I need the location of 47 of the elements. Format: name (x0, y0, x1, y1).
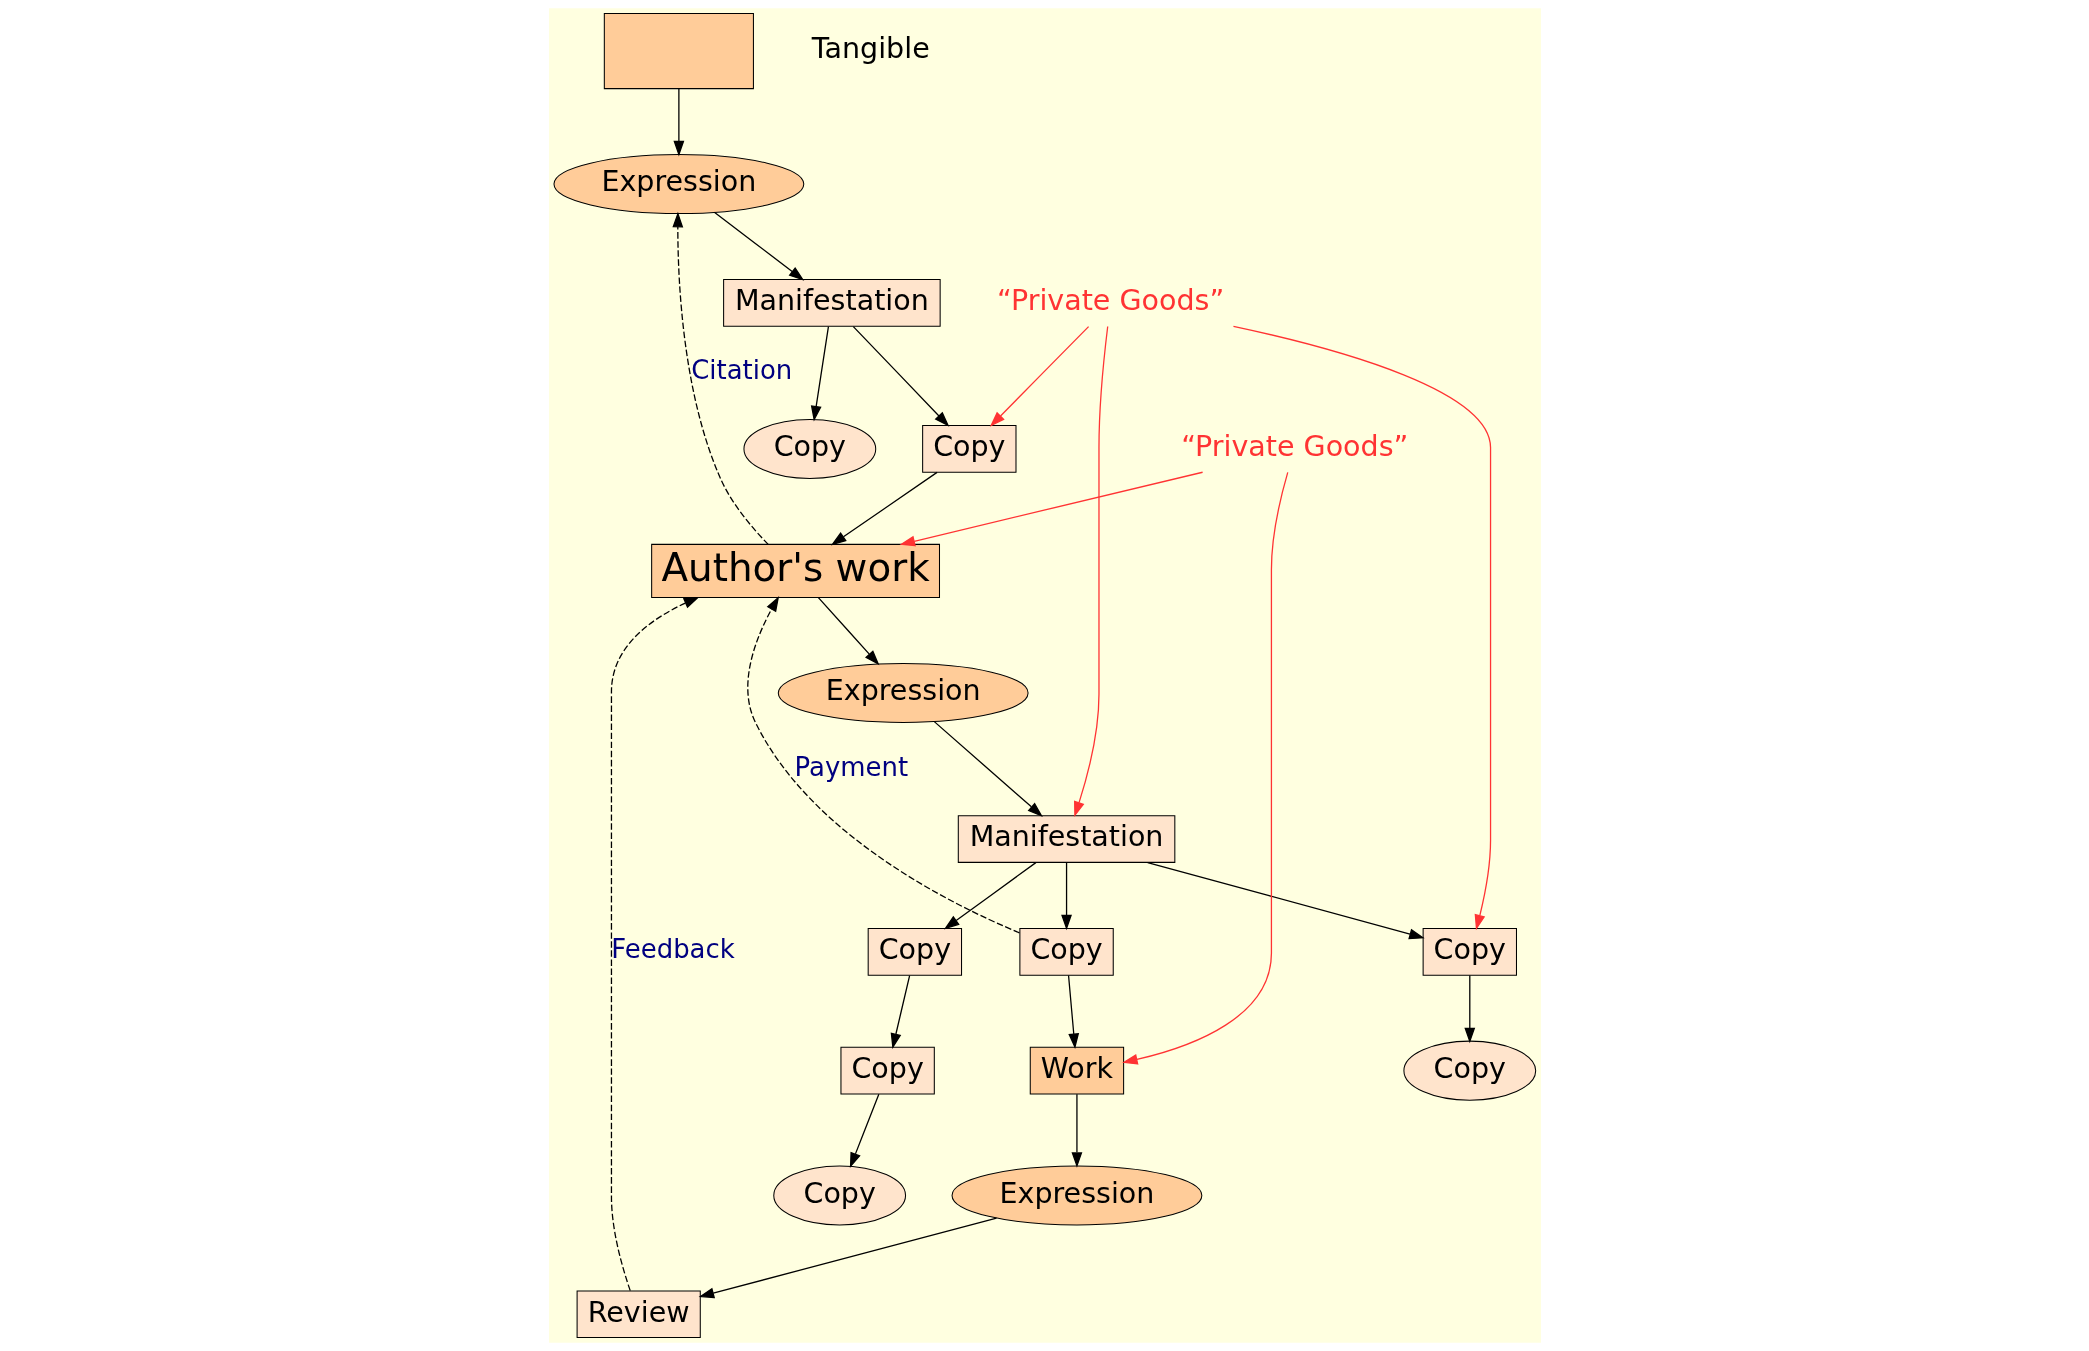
arrow (890, 974, 910, 1049)
arrow (849, 1093, 879, 1169)
arrow (1232, 325, 1491, 931)
arrow (830, 471, 938, 546)
node-box (603, 12, 754, 90)
node-box: Author's work (650, 543, 940, 599)
node-box: Copy (839, 1046, 935, 1095)
arrow (1071, 1093, 1082, 1168)
arrow (1073, 325, 1108, 818)
arrow (671, 211, 769, 545)
node-box: Copy (921, 425, 1016, 473)
node-ellipse: Expression (777, 662, 1029, 724)
node-ellipse: Copy (1402, 1040, 1536, 1101)
arrow (610, 596, 699, 1292)
node-box: Copy (1422, 928, 1517, 976)
node-text: “Private Goods” (996, 284, 1224, 318)
arrow (899, 471, 1203, 547)
arrow (1146, 861, 1425, 940)
arrow (1463, 974, 1475, 1044)
node-box: Copy (1018, 928, 1114, 976)
node-ellipse: Expression (951, 1165, 1202, 1226)
node-ellipse: Copy (742, 418, 876, 479)
node-ellipse: Expression (552, 154, 804, 215)
arrow (817, 596, 879, 666)
arrow (943, 862, 1036, 930)
arrow (698, 1217, 997, 1299)
arrow (852, 325, 949, 427)
node-box: Review (576, 1290, 701, 1339)
edge-label: Citation (690, 355, 792, 386)
node-ellipse: Copy (772, 1165, 906, 1226)
arrow (933, 720, 1043, 817)
node-box: Copy (867, 928, 962, 976)
arrow (1121, 471, 1288, 1065)
edge-label: Payment (794, 751, 908, 782)
arrow (713, 211, 804, 281)
arrow (1067, 974, 1079, 1049)
label: Tangible (811, 32, 930, 66)
arrow (746, 596, 1020, 934)
node-box: Manifestation (722, 279, 941, 327)
arrow (810, 325, 829, 422)
edge-label: Feedback (610, 934, 735, 965)
node-box: Work (1029, 1046, 1124, 1095)
arrow (1060, 862, 1072, 931)
node-text: “Private Goods” (1180, 430, 1408, 464)
arrow (989, 325, 1089, 427)
node-box: Manifestation (957, 815, 1175, 863)
arrow (672, 88, 684, 157)
